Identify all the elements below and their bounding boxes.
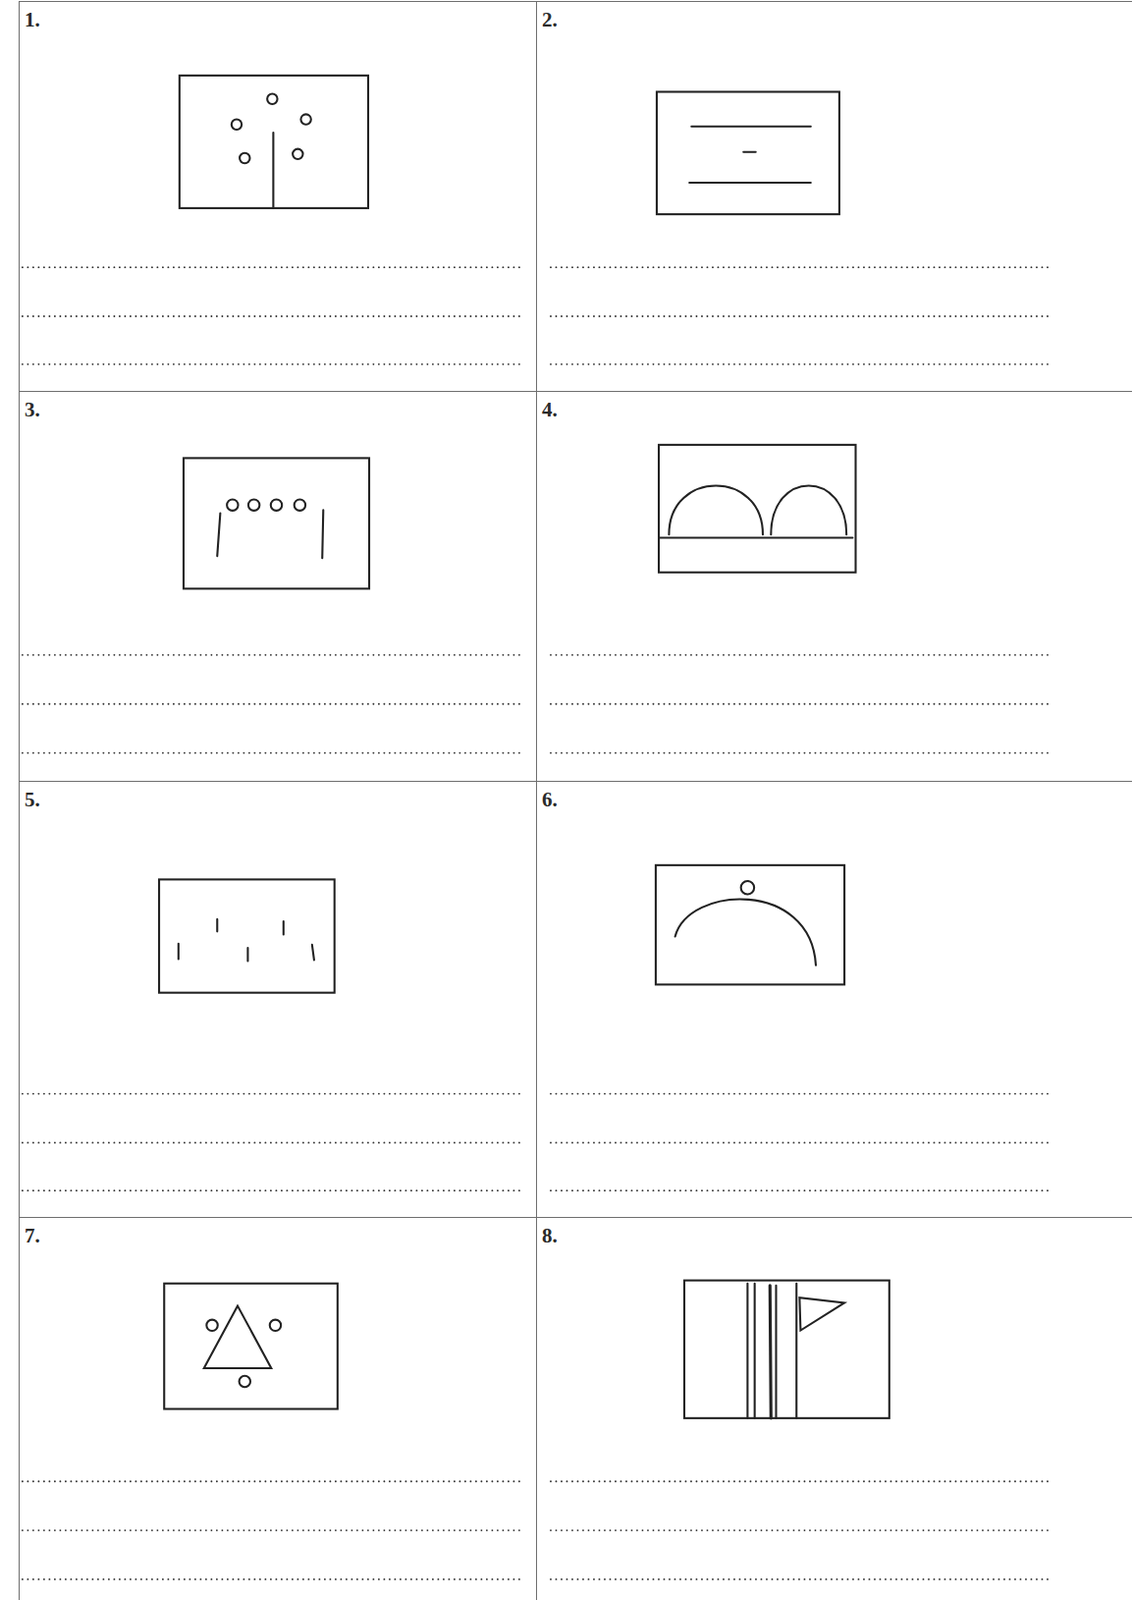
worksheet-cell: 2.: [536, 0, 1132, 392]
sketch-dome: [655, 864, 845, 985]
answer-line: [22, 1577, 521, 1580]
sketch-tree: [179, 75, 369, 209]
answer-line: [550, 315, 1051, 318]
answer-line: [550, 1188, 1051, 1191]
sketch-arches: [658, 444, 856, 573]
answer-line: [22, 653, 521, 656]
exercise-number: 4.: [541, 398, 558, 422]
exercise-number: 3.: [24, 398, 41, 422]
worksheet-cell: 3.: [18, 390, 538, 782]
answer-line: [22, 1528, 521, 1531]
answer-line: [550, 1092, 1051, 1095]
worksheet-cell: 4.: [536, 390, 1132, 782]
answer-line: [22, 315, 521, 318]
answer-line: [22, 752, 521, 755]
answer-line: [22, 1092, 521, 1095]
answer-line: [22, 1479, 521, 1482]
exercise-number: 6.: [541, 788, 558, 811]
exercise-number: 2.: [541, 8, 558, 32]
sketch-lines: [656, 91, 840, 215]
answer-line: [550, 653, 1051, 656]
exercise-number: 8.: [541, 1224, 558, 1247]
sketch-flag: [684, 1280, 890, 1418]
worksheet-cell: 5.: [18, 780, 538, 1218]
answer-line: [22, 702, 521, 705]
worksheet-cell: 7.: [18, 1216, 538, 1600]
answer-line: [550, 363, 1051, 366]
answer-line: [550, 1577, 1051, 1580]
answer-line: [550, 1140, 1051, 1143]
answer-line: [22, 363, 521, 366]
answer-line: [22, 1140, 521, 1143]
sketch-triangle: [163, 1283, 338, 1409]
answer-line: [22, 266, 521, 269]
worksheet-cell: 8.: [536, 1216, 1132, 1600]
exercise-number: 5.: [24, 788, 41, 811]
answer-line: [550, 1479, 1051, 1482]
sketch-circles-row: [183, 457, 370, 589]
answer-line: [550, 266, 1051, 269]
answer-line: [550, 752, 1051, 755]
answer-line: [550, 1528, 1051, 1531]
worksheet-cell: 6.: [536, 780, 1132, 1218]
worksheet-cell: 1.: [18, 0, 538, 392]
exercise-number: 1.: [24, 8, 41, 32]
answer-line: [550, 702, 1051, 705]
exercise-number: 7.: [24, 1224, 41, 1247]
sketch-ticks: [159, 878, 335, 992]
answer-line: [22, 1188, 521, 1191]
